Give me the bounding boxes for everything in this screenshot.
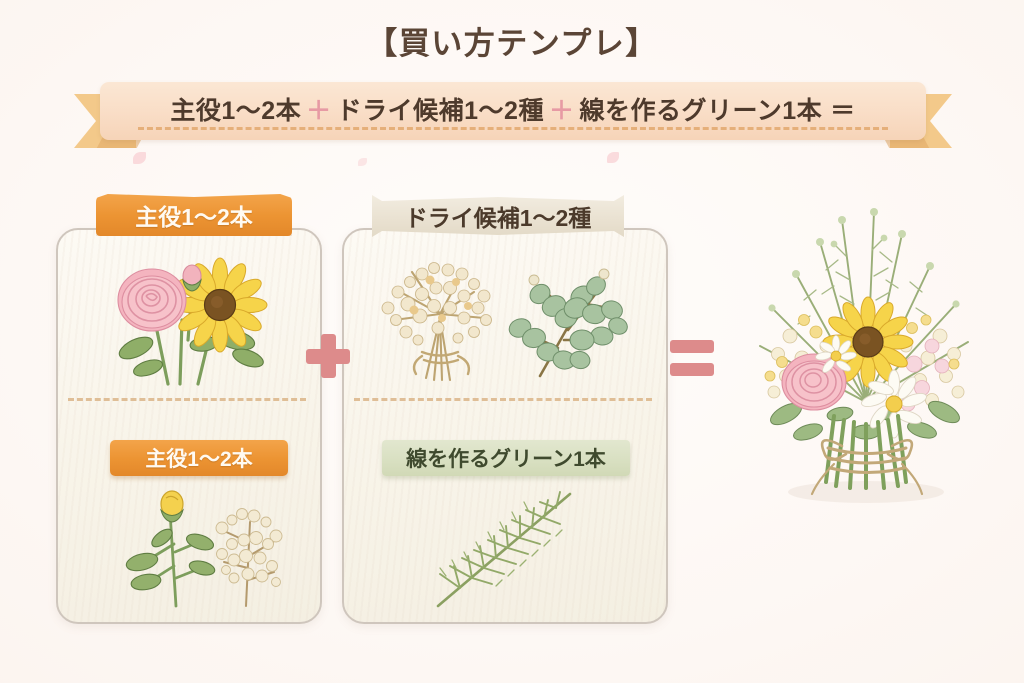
petal-icon — [133, 152, 146, 164]
ribbon-dashed-line — [138, 127, 888, 130]
art-dried-babysbreath-and-eucalyptus — [368, 248, 648, 388]
art-finished-bouquet — [716, 196, 1008, 506]
label-green-line: 線を作るグリーン1本 — [382, 440, 630, 476]
card-right-divider — [354, 398, 652, 401]
formula-banner: 主役1〜2本＋ドライ候補1〜2種＋線を作るグリーン1本＝ — [74, 82, 952, 148]
ribbon-body: 主役1〜2本＋ドライ候補1〜2種＋線を作るグリーン1本＝ — [100, 82, 926, 140]
formula-term-1: 主役1〜2本 — [170, 97, 302, 125]
label-dry-candidates: ドライ候補1〜2種 — [372, 195, 624, 237]
art-green-fern-sprig — [410, 482, 610, 610]
formula-term-3: 線を作るグリーン1本 — [579, 97, 823, 125]
art-yellow-rosebud-and-babysbreath — [118, 482, 306, 610]
formula-operator-2: ＋ — [548, 97, 575, 125]
formula-equals: ＝ — [830, 97, 856, 125]
art-rose-and-sunflower — [96, 248, 286, 388]
label-main-top: 主役1〜2本 — [96, 194, 292, 236]
label-main-bottom: 主役1〜2本 — [110, 440, 288, 476]
formula-term-2: ドライ候補1〜2種 — [336, 97, 544, 125]
card-left-divider — [68, 398, 306, 401]
equals-icon — [670, 340, 714, 376]
formula-text: 主役1〜2本＋ドライ候補1〜2種＋線を作るグリーン1本＝ — [170, 91, 855, 131]
petal-icon — [358, 158, 367, 166]
plus-icon — [306, 334, 350, 378]
petal-icon — [607, 152, 619, 163]
formula-operator-1: ＋ — [306, 97, 332, 125]
page-title: 【買い方テンプレ】 — [366, 26, 658, 61]
